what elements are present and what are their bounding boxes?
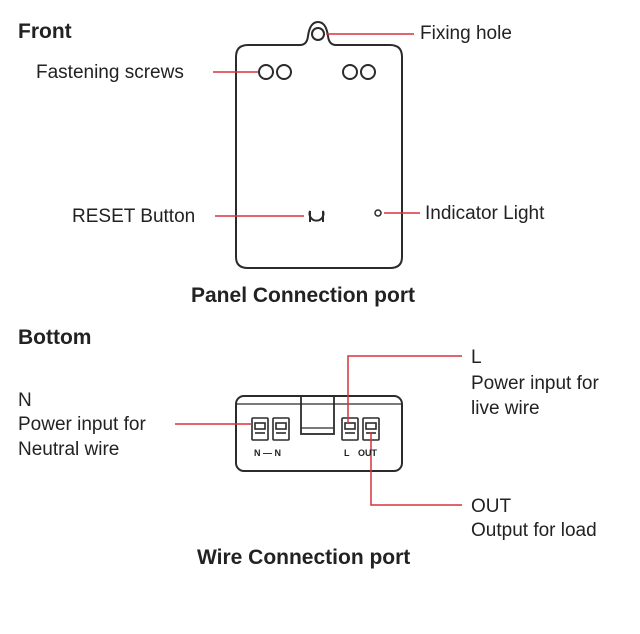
terminal-label-l: L xyxy=(344,448,350,458)
reset-button-label: RESET Button xyxy=(72,206,196,227)
screw-hole-icon xyxy=(342,64,358,80)
out-title: OUT xyxy=(471,496,512,517)
front-leaders xyxy=(213,33,420,217)
front-outline xyxy=(235,20,403,269)
bottom-leaders xyxy=(175,355,462,506)
fastening-screws-label: Fastening screws xyxy=(36,62,184,83)
out-leader xyxy=(370,432,462,506)
terminal-n2 xyxy=(272,417,290,441)
l-desc-line2: live wire xyxy=(471,398,540,419)
out-desc: Output for load xyxy=(471,520,597,541)
bottom-heading: Bottom xyxy=(18,326,92,349)
fixing-hole-icon xyxy=(311,27,325,41)
indicator-light-icon xyxy=(374,209,382,217)
indicator-light-label: Indicator Light xyxy=(425,203,545,224)
l-desc-line1: Power input for xyxy=(471,373,599,394)
screw-hole-icon xyxy=(360,64,376,80)
front-heading: Front xyxy=(18,20,72,43)
reset-button-icon xyxy=(308,210,325,222)
l-leader xyxy=(347,355,462,424)
panel-caption: Panel Connection port xyxy=(191,284,416,307)
screw-hole-icon xyxy=(258,64,274,80)
terminal-label-out: OUT xyxy=(358,448,378,458)
terminal-label-n: N — N xyxy=(254,448,281,458)
fixing-hole-label: Fixing hole xyxy=(420,23,512,44)
l-title: L xyxy=(471,347,482,368)
n-desc-line1: Power input for xyxy=(18,414,146,435)
wire-caption: Wire Connection port xyxy=(197,546,411,569)
screw-hole-icon xyxy=(276,64,292,80)
n-desc-line2: Neutral wire xyxy=(18,439,120,460)
terminal-n1 xyxy=(251,417,269,441)
terminals xyxy=(251,417,380,441)
front-housing xyxy=(235,20,403,269)
terminal-l xyxy=(341,417,359,441)
n-title: N xyxy=(18,390,32,411)
bottom-housing xyxy=(235,395,403,472)
center-tab xyxy=(300,395,335,435)
